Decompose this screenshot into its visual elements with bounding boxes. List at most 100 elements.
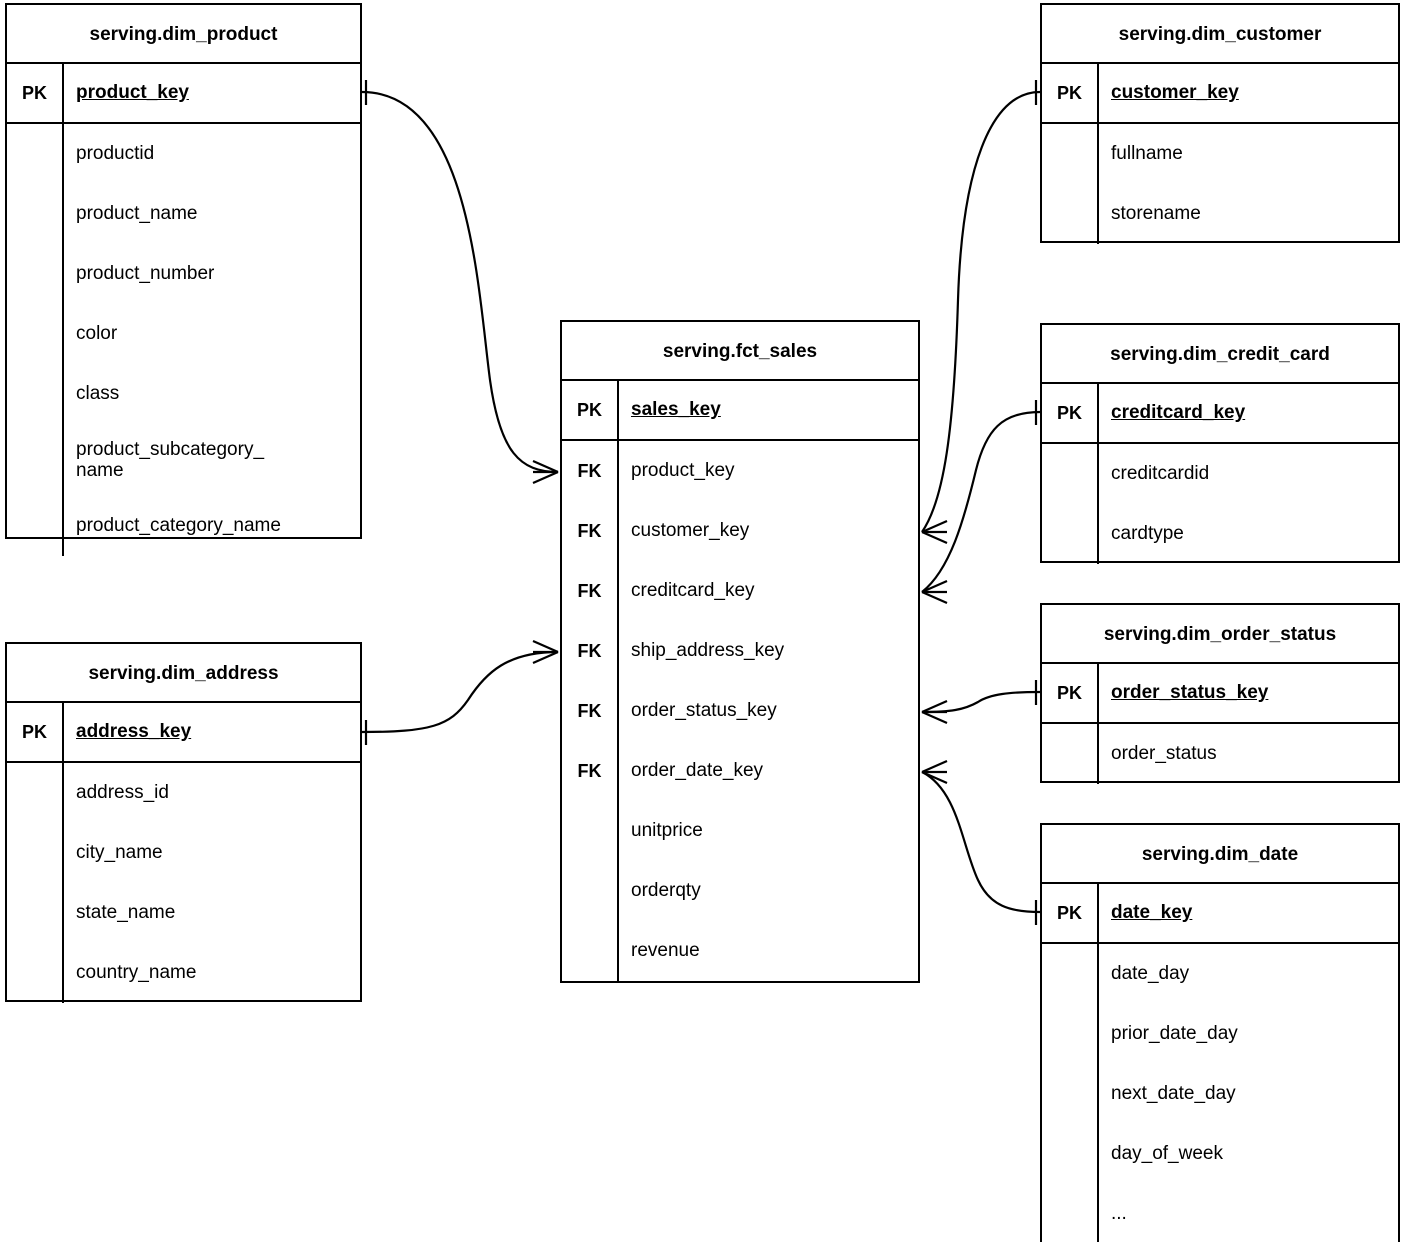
entity-row-product-name[interactable]: product_name [7, 184, 360, 244]
key-badge-blank [7, 883, 64, 943]
column-name-ship-address-key: ship_address_key [631, 640, 785, 661]
entity-row-product-category-name[interactable]: product_category_name [7, 496, 360, 556]
entity-row-ellipsis[interactable]: ... [1042, 1184, 1398, 1242]
key-badge-fk: FK [562, 501, 619, 561]
key-badge-blank [1042, 124, 1099, 184]
entity-row-fk-product-key[interactable]: FK product_key [562, 441, 918, 501]
key-badge-blank [7, 244, 64, 304]
column-name-creditcardid: creditcardid [1111, 463, 1210, 484]
entity-row-state-name[interactable]: state_name [7, 883, 360, 943]
key-badge-blank [562, 921, 619, 981]
entity-row-order-status[interactable]: order_status [1042, 724, 1398, 784]
entity-row-fk-ship-address-key[interactable]: FK ship_address_key [562, 621, 918, 681]
entity-row-dim-address-pk[interactable]: PK address_key [7, 703, 360, 763]
entity-row-product-subcategory-name[interactable]: product_subcategory_ name [7, 424, 360, 496]
key-badge-fk: FK [562, 621, 619, 681]
entity-attributes-dim-credit-card: creditcardid cardtype [1042, 444, 1398, 564]
entity-row-country-name[interactable]: country_name [7, 943, 360, 1003]
relationship-dim-product-fct-sales [361, 80, 559, 485]
entity-row-storename[interactable]: storename [1042, 184, 1398, 244]
entity-dim-order-status[interactable]: serving.dim_order_status PK order_status… [1040, 603, 1400, 784]
key-badge-blank [562, 801, 619, 861]
column-name-revenue: revenue [631, 940, 700, 961]
entity-row-cardtype[interactable]: cardtype [1042, 504, 1398, 564]
column-name-order-status-key: order_status_key [631, 700, 777, 721]
column-name-address-id: address_id [76, 782, 169, 803]
entity-row-prior-date-day[interactable]: prior_date_day [1042, 1004, 1398, 1064]
entity-row-fk-creditcard-key[interactable]: FK creditcard_key [562, 561, 918, 621]
entity-attributes-fct-sales: FK product_key FK customer_key FK credit… [562, 441, 918, 981]
column-name-creditcard-key: creditcard_key [1111, 402, 1246, 423]
entity-row-fk-customer-key[interactable]: FK customer_key [562, 501, 918, 561]
column-name-country-name: country_name [76, 962, 197, 983]
entity-fct-sales[interactable]: serving.fct_sales PK sales_key FK produc… [560, 320, 920, 983]
entity-row-date-day[interactable]: date_day [1042, 944, 1398, 1004]
key-badge-blank [7, 763, 64, 823]
entity-row-fct-sales-pk[interactable]: PK sales_key [562, 381, 918, 441]
column-name-storename: storename [1111, 203, 1201, 224]
entity-row-dim-customer-pk[interactable]: PK customer_key [1042, 64, 1398, 124]
entity-dim-address[interactable]: serving.dim_address PK address_key addre… [5, 642, 362, 1003]
key-badge-pk: PK [1042, 664, 1099, 722]
key-badge-blank [1042, 184, 1099, 244]
entity-row-product-number[interactable]: product_number [7, 244, 360, 304]
entity-row-color[interactable]: color [7, 304, 360, 364]
column-name-customer-key: customer_key [631, 520, 750, 541]
entity-row-creditcardid[interactable]: creditcardid [1042, 444, 1398, 504]
entity-row-dim-order-status-pk[interactable]: PK order_status_key [1042, 664, 1398, 724]
entity-row-fk-order-date-key[interactable]: FK order_date_key [562, 741, 918, 801]
key-badge-blank [562, 861, 619, 921]
entity-attributes-dim-date: date_day prior_date_day next_date_day da… [1042, 944, 1398, 1242]
relationship-dim-customer-fct-sales [921, 80, 1041, 545]
column-name-product-category-name: product_category_name [76, 515, 281, 536]
key-badge-blank [1042, 1124, 1099, 1184]
entity-dim-product[interactable]: serving.dim_product PK product_key produ… [5, 3, 362, 556]
column-name-product-name: product_name [76, 203, 198, 224]
relationship-dim-date-fct-sales [921, 759, 1041, 925]
entity-dim-date[interactable]: serving.dim_date PK date_key date_day pr… [1040, 823, 1400, 1242]
column-name-sales-key: sales_key [631, 399, 721, 420]
key-badge-blank [7, 943, 64, 1003]
entity-row-revenue[interactable]: revenue [562, 921, 918, 981]
entity-title-dim-customer: serving.dim_customer [1042, 5, 1398, 64]
entity-row-fk-order-status-key[interactable]: FK order_status_key [562, 681, 918, 741]
key-badge-pk: PK [562, 381, 619, 439]
entity-row-class[interactable]: class [7, 364, 360, 424]
entity-attributes-dim-address: address_id city_name state_name country_… [7, 763, 360, 1003]
entity-dim-credit-card[interactable]: serving.dim_credit_card PK creditcard_ke… [1040, 323, 1400, 564]
key-badge-pk: PK [1042, 884, 1099, 942]
entity-row-city-name[interactable]: city_name [7, 823, 360, 883]
entity-row-dim-credit-card-pk[interactable]: PK creditcard_key [1042, 384, 1398, 444]
entity-row-address-id[interactable]: address_id [7, 763, 360, 823]
key-badge-blank [7, 364, 64, 424]
entity-title-dim-address: serving.dim_address [7, 644, 360, 703]
key-badge-blank [1042, 1004, 1099, 1064]
entity-row-unitprice[interactable]: unitprice [562, 801, 918, 861]
column-name-productid: productid [76, 143, 155, 164]
entity-row-dim-date-pk[interactable]: PK date_key [1042, 884, 1398, 944]
entity-row-fullname[interactable]: fullname [1042, 124, 1398, 184]
entity-row-day-of-week[interactable]: day_of_week [1042, 1124, 1398, 1184]
key-badge-pk: PK [1042, 384, 1099, 442]
entity-dim-customer[interactable]: serving.dim_customer PK customer_key ful… [1040, 3, 1400, 244]
entity-attributes-dim-product: productid product_name product_number co… [7, 124, 360, 556]
column-name-state-name: state_name [76, 902, 176, 923]
column-name-product-number: product_number [76, 263, 215, 284]
column-name-prior-date-day: prior_date_day [1111, 1023, 1238, 1044]
key-badge-blank [1042, 1064, 1099, 1124]
entity-attributes-dim-order-status: order_status [1042, 724, 1398, 784]
entity-row-dim-product-pk[interactable]: PK product_key [7, 64, 360, 124]
key-badge-blank [7, 823, 64, 883]
entity-row-next-date-day[interactable]: next_date_day [1042, 1064, 1398, 1124]
entity-row-productid[interactable]: productid [7, 124, 360, 184]
column-name-product-key: product_key [631, 460, 735, 481]
column-name-creditcard-key: creditcard_key [631, 580, 755, 601]
entity-title-dim-credit-card: serving.dim_credit_card [1042, 325, 1398, 384]
key-badge-pk: PK [1042, 64, 1099, 122]
entity-row-orderqty[interactable]: orderqty [562, 861, 918, 921]
column-name-order-date-key: order_date_key [631, 760, 764, 781]
column-name-order-status: order_status [1111, 743, 1217, 764]
key-badge-blank [7, 184, 64, 244]
entity-title-dim-order-status: serving.dim_order_status [1042, 605, 1398, 664]
entity-title-dim-date: serving.dim_date [1042, 825, 1398, 884]
